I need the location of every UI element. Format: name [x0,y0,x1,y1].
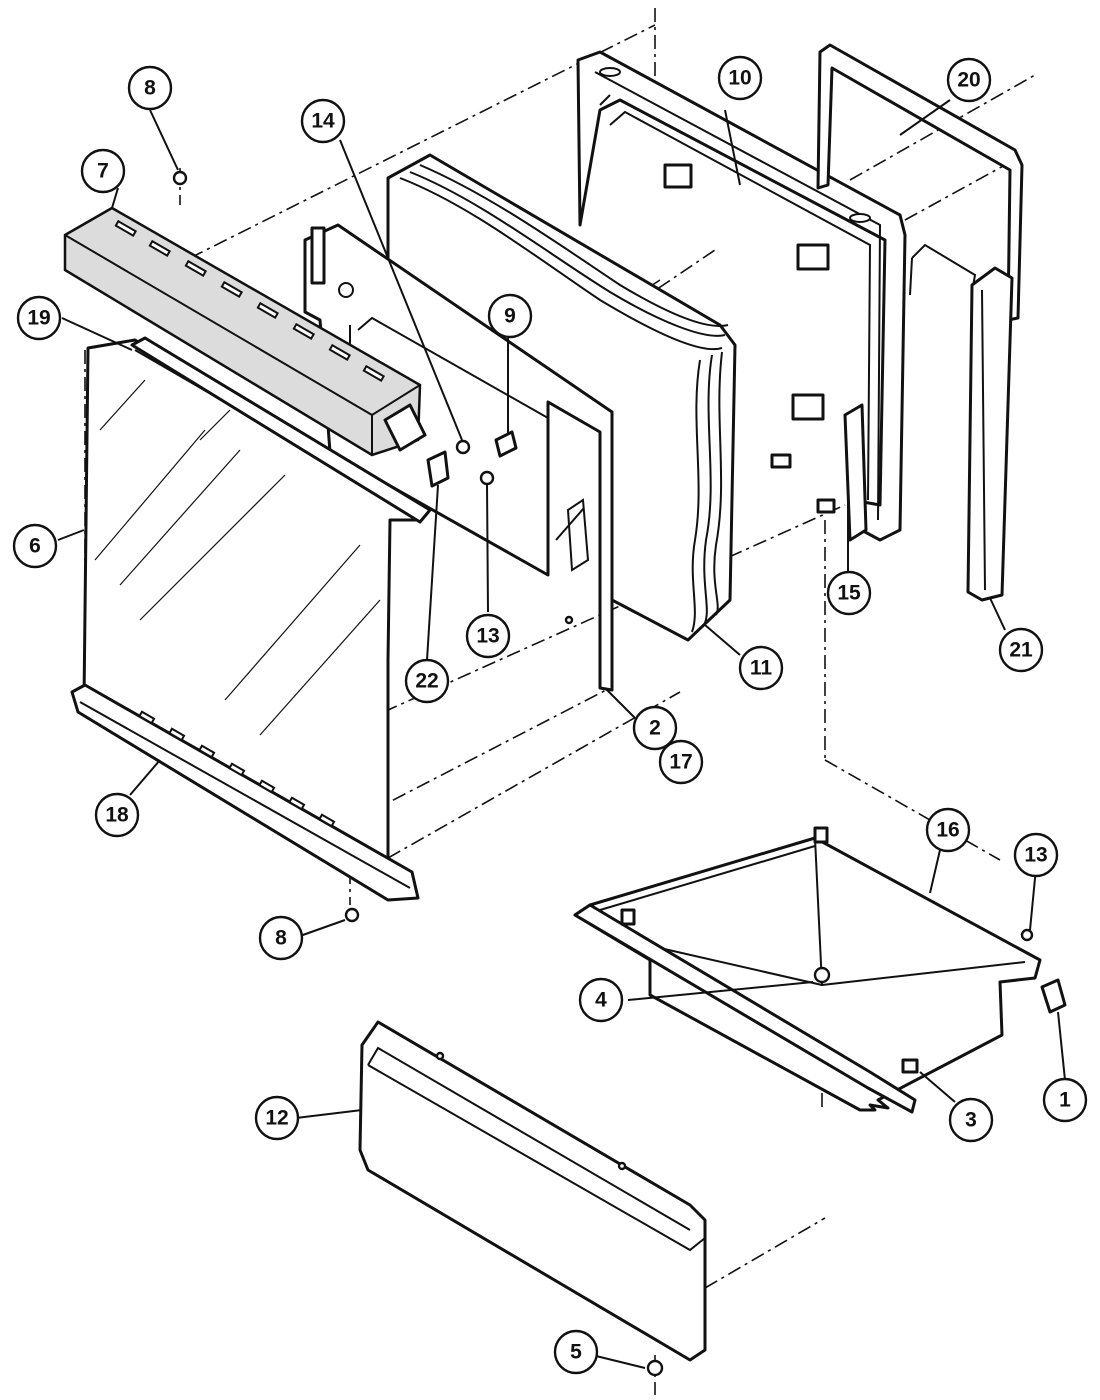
drawer-front-part-12 [358,1020,707,1377]
svg-text:9: 9 [504,305,516,328]
callout-7: 7 [80,148,126,194]
bottom-trim-part-18 [70,683,420,902]
callout-9: 9 [487,293,533,339]
glass-retainer-part-19 [130,336,432,524]
door-trim-part-21 [966,266,1014,602]
callout-11: 11 [738,645,784,691]
callout-15: 15 [826,570,872,616]
svg-text:11: 11 [750,657,773,680]
svg-text:7: 7 [97,160,109,183]
callouts: 8 7 19 6 14 9 13 22 10 20 11 15 21 2 17 … [12,55,1088,1375]
callout-2: 2 [632,705,678,751]
callout-8: 8 [258,915,304,961]
door-hardware [172,170,518,923]
svg-text:5: 5 [570,1341,582,1364]
svg-text:8: 8 [275,927,287,950]
callout-8: 8 [127,65,173,111]
callout-19: 19 [16,295,62,341]
svg-text:16: 16 [936,819,959,842]
callout-4: 4 [578,977,624,1023]
callout-21: 21 [998,627,1044,673]
callout-22: 22 [404,658,450,704]
callout-13: 13 [1013,832,1059,878]
svg-text:13: 13 [476,625,499,648]
svg-text:15: 15 [837,582,861,605]
callout-10: 10 [717,55,763,101]
svg-text:22: 22 [415,670,438,693]
svg-text:20: 20 [957,69,980,92]
leader-lines [57,99,1066,1369]
inner-panel-part-2 [303,223,614,692]
callout-5: 5 [553,1329,599,1375]
svg-text:12: 12 [265,1107,288,1130]
svg-text:17: 17 [669,751,692,774]
callout-12: 12 [254,1095,300,1141]
bracket-part-22 [426,450,450,488]
svg-text:21: 21 [1009,639,1033,662]
callout-3: 3 [948,1097,994,1143]
svg-text:14: 14 [311,110,335,133]
svg-text:10: 10 [728,67,751,90]
drawer-tray-part-16 [573,826,1067,1114]
callout-14: 14 [300,98,346,144]
callout-13: 13 [465,613,511,659]
hinge-part-15 [770,403,868,542]
svg-text:4: 4 [595,989,607,1012]
svg-text:8: 8 [144,77,156,100]
svg-text:19: 19 [27,307,50,330]
callout-18: 18 [94,792,140,838]
svg-text:6: 6 [29,535,41,558]
svg-text:13: 13 [1024,844,1047,867]
callout-1: 1 [1042,1077,1088,1123]
svg-text:3: 3 [965,1109,977,1132]
callout-6: 6 [12,523,58,569]
svg-text:18: 18 [105,804,129,827]
svg-text:2: 2 [649,717,661,740]
svg-text:1: 1 [1059,1089,1071,1112]
callout-17: 17 [658,739,704,785]
callout-20: 20 [946,57,992,103]
callout-16: 16 [925,807,971,853]
